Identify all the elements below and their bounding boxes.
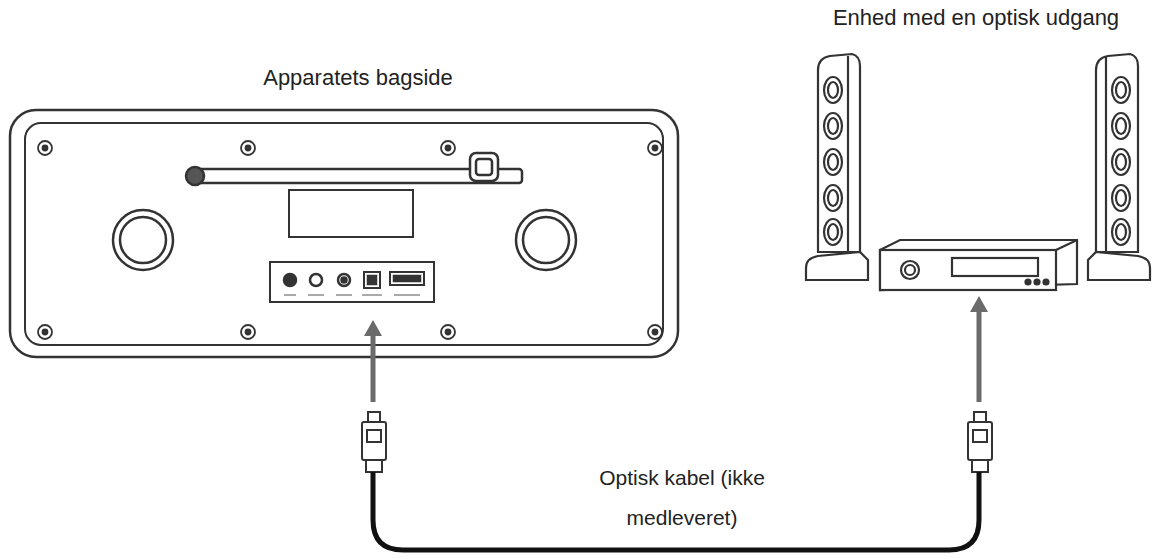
panel-heading: Apparatets bagside — [38, 64, 678, 92]
speaker-cone — [1116, 154, 1126, 170]
speaker-driver — [824, 113, 842, 139]
screw — [648, 325, 662, 339]
speaker-cone — [828, 190, 838, 206]
arrow-head — [970, 296, 988, 312]
screw-center — [446, 146, 451, 151]
device-back — [10, 110, 678, 357]
screw-center — [653, 330, 658, 335]
speaker-driver — [1112, 77, 1130, 103]
screw-center — [43, 146, 48, 151]
arrow-shaft — [371, 330, 376, 402]
screw-center — [653, 146, 658, 151]
speaker-driver — [824, 185, 842, 211]
screw — [441, 325, 455, 339]
speaker-cone — [828, 154, 838, 170]
screw — [38, 141, 52, 155]
speaker-driver — [1112, 149, 1130, 175]
cable-label: Optisk kabel (ikke medleveret) — [581, 458, 783, 538]
screw — [441, 141, 455, 155]
speaker-driver — [1112, 113, 1130, 139]
arrow-shaft — [977, 306, 982, 402]
speaker-driver — [1112, 185, 1130, 211]
speaker-driver — [824, 219, 842, 245]
screw-center — [43, 330, 48, 335]
sound-system — [806, 54, 1150, 290]
speaker-cone — [1116, 190, 1126, 206]
speaker-cone — [828, 224, 838, 240]
screw — [648, 141, 662, 155]
speaker-cone — [828, 118, 838, 134]
screw — [241, 141, 255, 155]
arrow-head — [364, 320, 382, 336]
speaker-cone — [828, 82, 838, 98]
speaker-driver — [824, 77, 842, 103]
screw-center — [246, 330, 251, 335]
optical-cable — [364, 296, 988, 550]
speaker-cone — [1116, 118, 1126, 134]
speaker-driver — [1112, 219, 1130, 245]
device-heading: Enhed med en optisk udgang — [795, 4, 1157, 32]
device-back-panel: Apparatets bagside — [10, 64, 678, 358]
screw-center — [446, 330, 451, 335]
optical-output-device: Enhed med en optisk udgang — [795, 4, 1157, 292]
speaker-driver — [824, 149, 842, 175]
speaker-cone — [1116, 82, 1126, 98]
screw-center — [246, 146, 251, 151]
speaker-cone — [1116, 224, 1126, 240]
screw — [38, 325, 52, 339]
screw — [241, 325, 255, 339]
